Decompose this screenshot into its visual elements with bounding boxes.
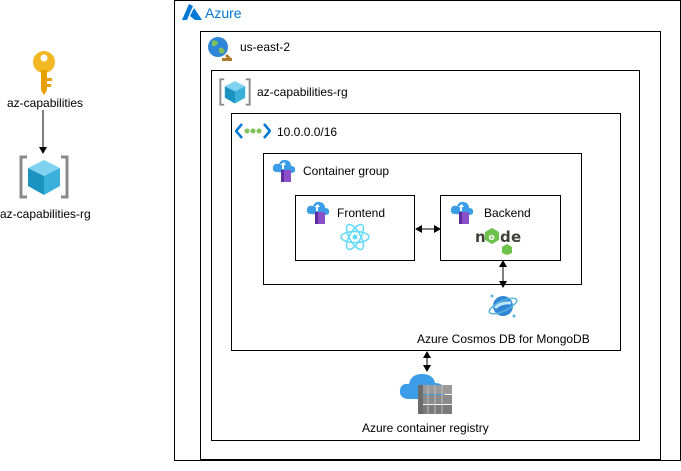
svg-text:d: d [500,228,511,246]
backend-label: Backend [484,206,531,220]
key-label: az-capabilities [7,96,84,110]
svg-text:n: n [475,228,486,246]
azure-label: Azure [205,5,242,21]
svg-text:o: o [489,233,495,243]
nodejs-logo-icon: n o d e [475,228,521,255]
container-registry-label: Azure container registry [362,421,489,435]
container-registry-icon [399,374,452,414]
container-group-label: Container group [303,164,390,178]
resource-group-label: az-capabilities-rg [257,85,348,99]
vnet-label: 10.0.0.0/16 [277,125,338,139]
left-rg-label: az-capabilities-rg [0,207,91,221]
azure-logo-icon [182,4,202,20]
cosmos-db-label: Azure Cosmos DB for MongoDB [417,332,590,346]
react-icon [340,223,370,251]
frontend-container-icon [306,201,330,224]
backend-container-icon [450,201,474,224]
key-icon [33,51,55,95]
vnet-icon [235,123,271,139]
region-globe-icon [208,37,232,61]
container-group-icon [272,159,296,182]
rg-cube-icon [219,78,251,106]
cosmos-db-icon [488,294,518,318]
resource-group-icon [19,155,69,199]
frontend-label: Frontend [337,206,386,220]
svg-text:e: e [511,228,521,246]
region-label: us-east-2 [240,40,291,54]
